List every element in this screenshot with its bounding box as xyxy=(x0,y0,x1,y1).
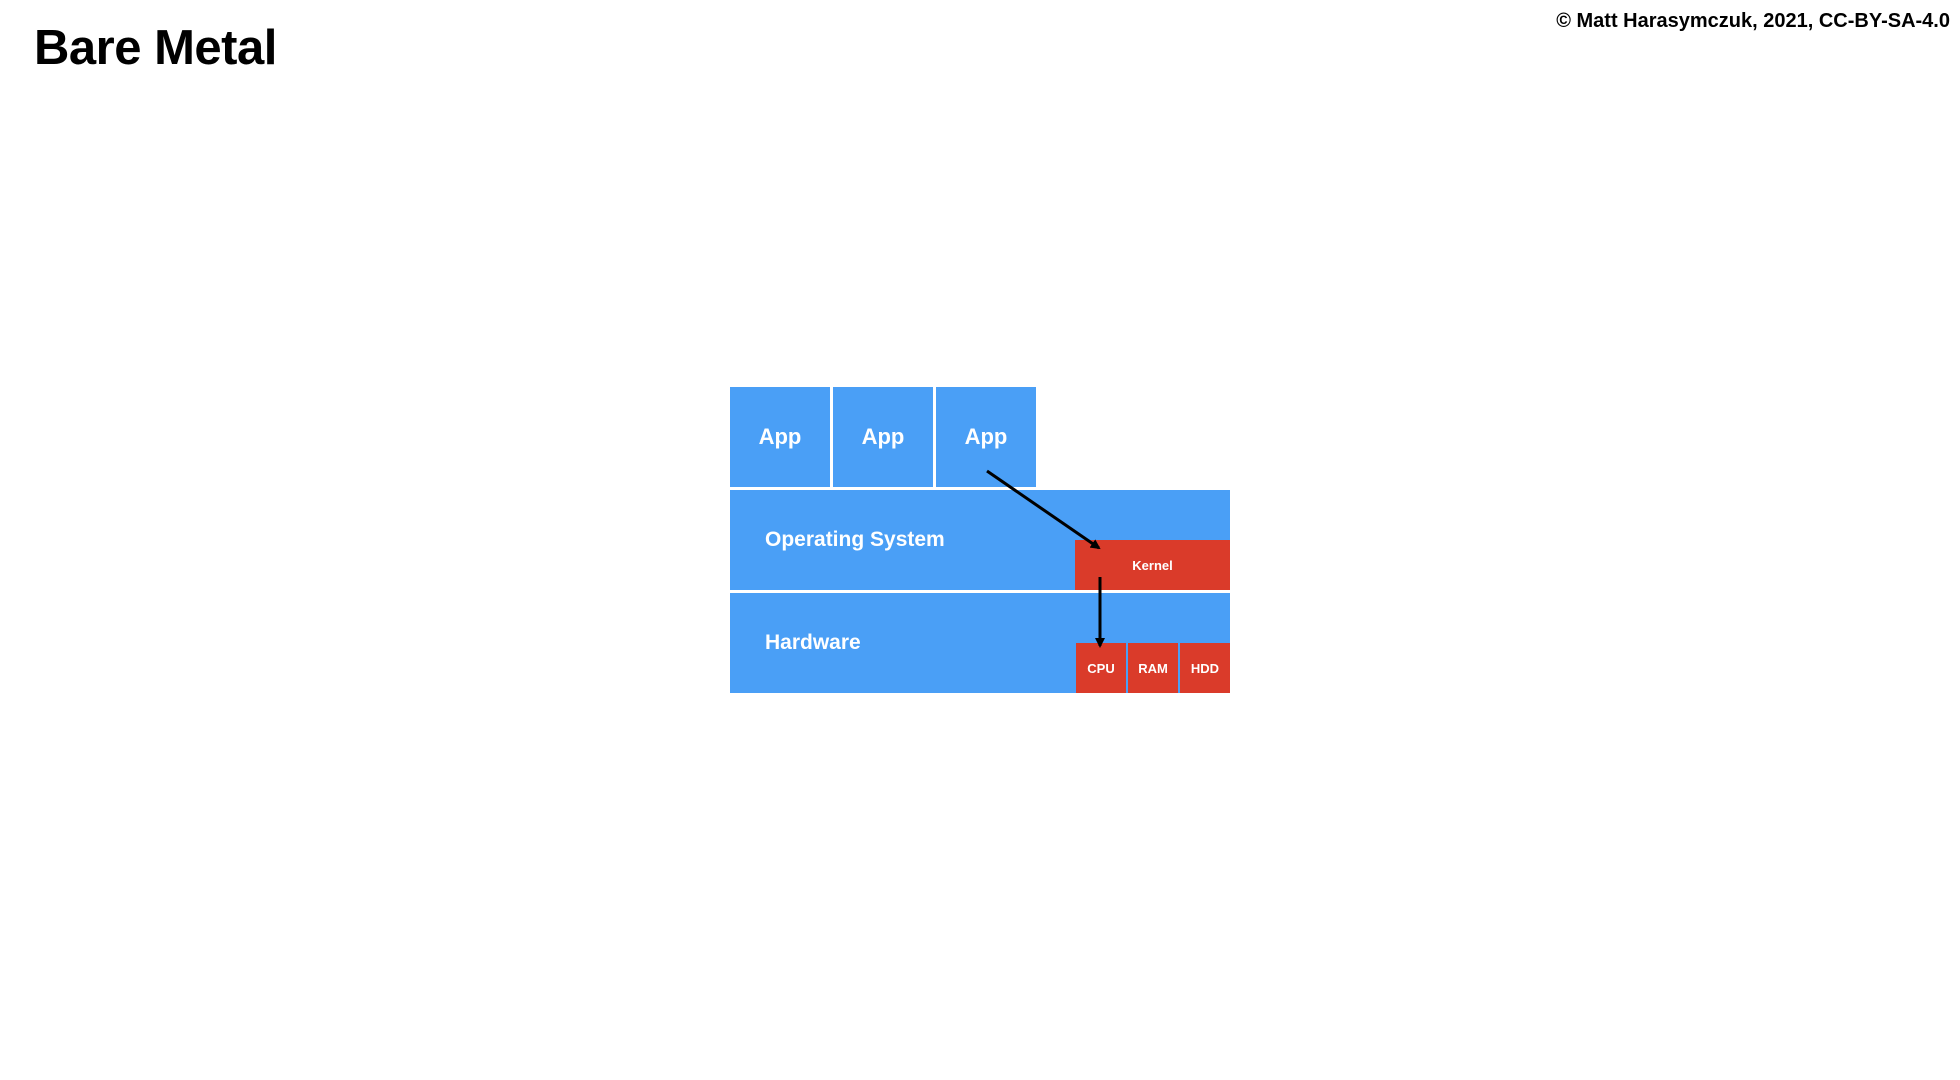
app-label: App xyxy=(758,424,802,449)
app-label: App xyxy=(861,424,905,449)
hardware-label: Hardware xyxy=(765,631,861,654)
hdd-box: HDD xyxy=(1180,643,1230,693)
app-box-1: App xyxy=(730,387,830,487)
operating-system-label: Operating System xyxy=(765,528,945,551)
app-box-3: App xyxy=(936,387,1036,487)
kernel-box: Kernel xyxy=(1075,540,1230,590)
hdd-label: HDD xyxy=(1190,660,1220,676)
app-label: App xyxy=(964,424,1008,449)
cpu-box: CPU xyxy=(1076,643,1126,693)
ram-box: RAM xyxy=(1128,643,1178,693)
ram-label: RAM xyxy=(1138,660,1168,676)
kernel-label: Kernel xyxy=(1132,557,1173,573)
app-box-2: App xyxy=(833,387,933,487)
slide-title: Bare Metal xyxy=(34,21,277,75)
cpu-label: CPU xyxy=(1087,660,1115,676)
copyright-notice: © Matt Harasymczuk, 2021, CC-BY-SA-4.0 xyxy=(1556,10,1950,32)
